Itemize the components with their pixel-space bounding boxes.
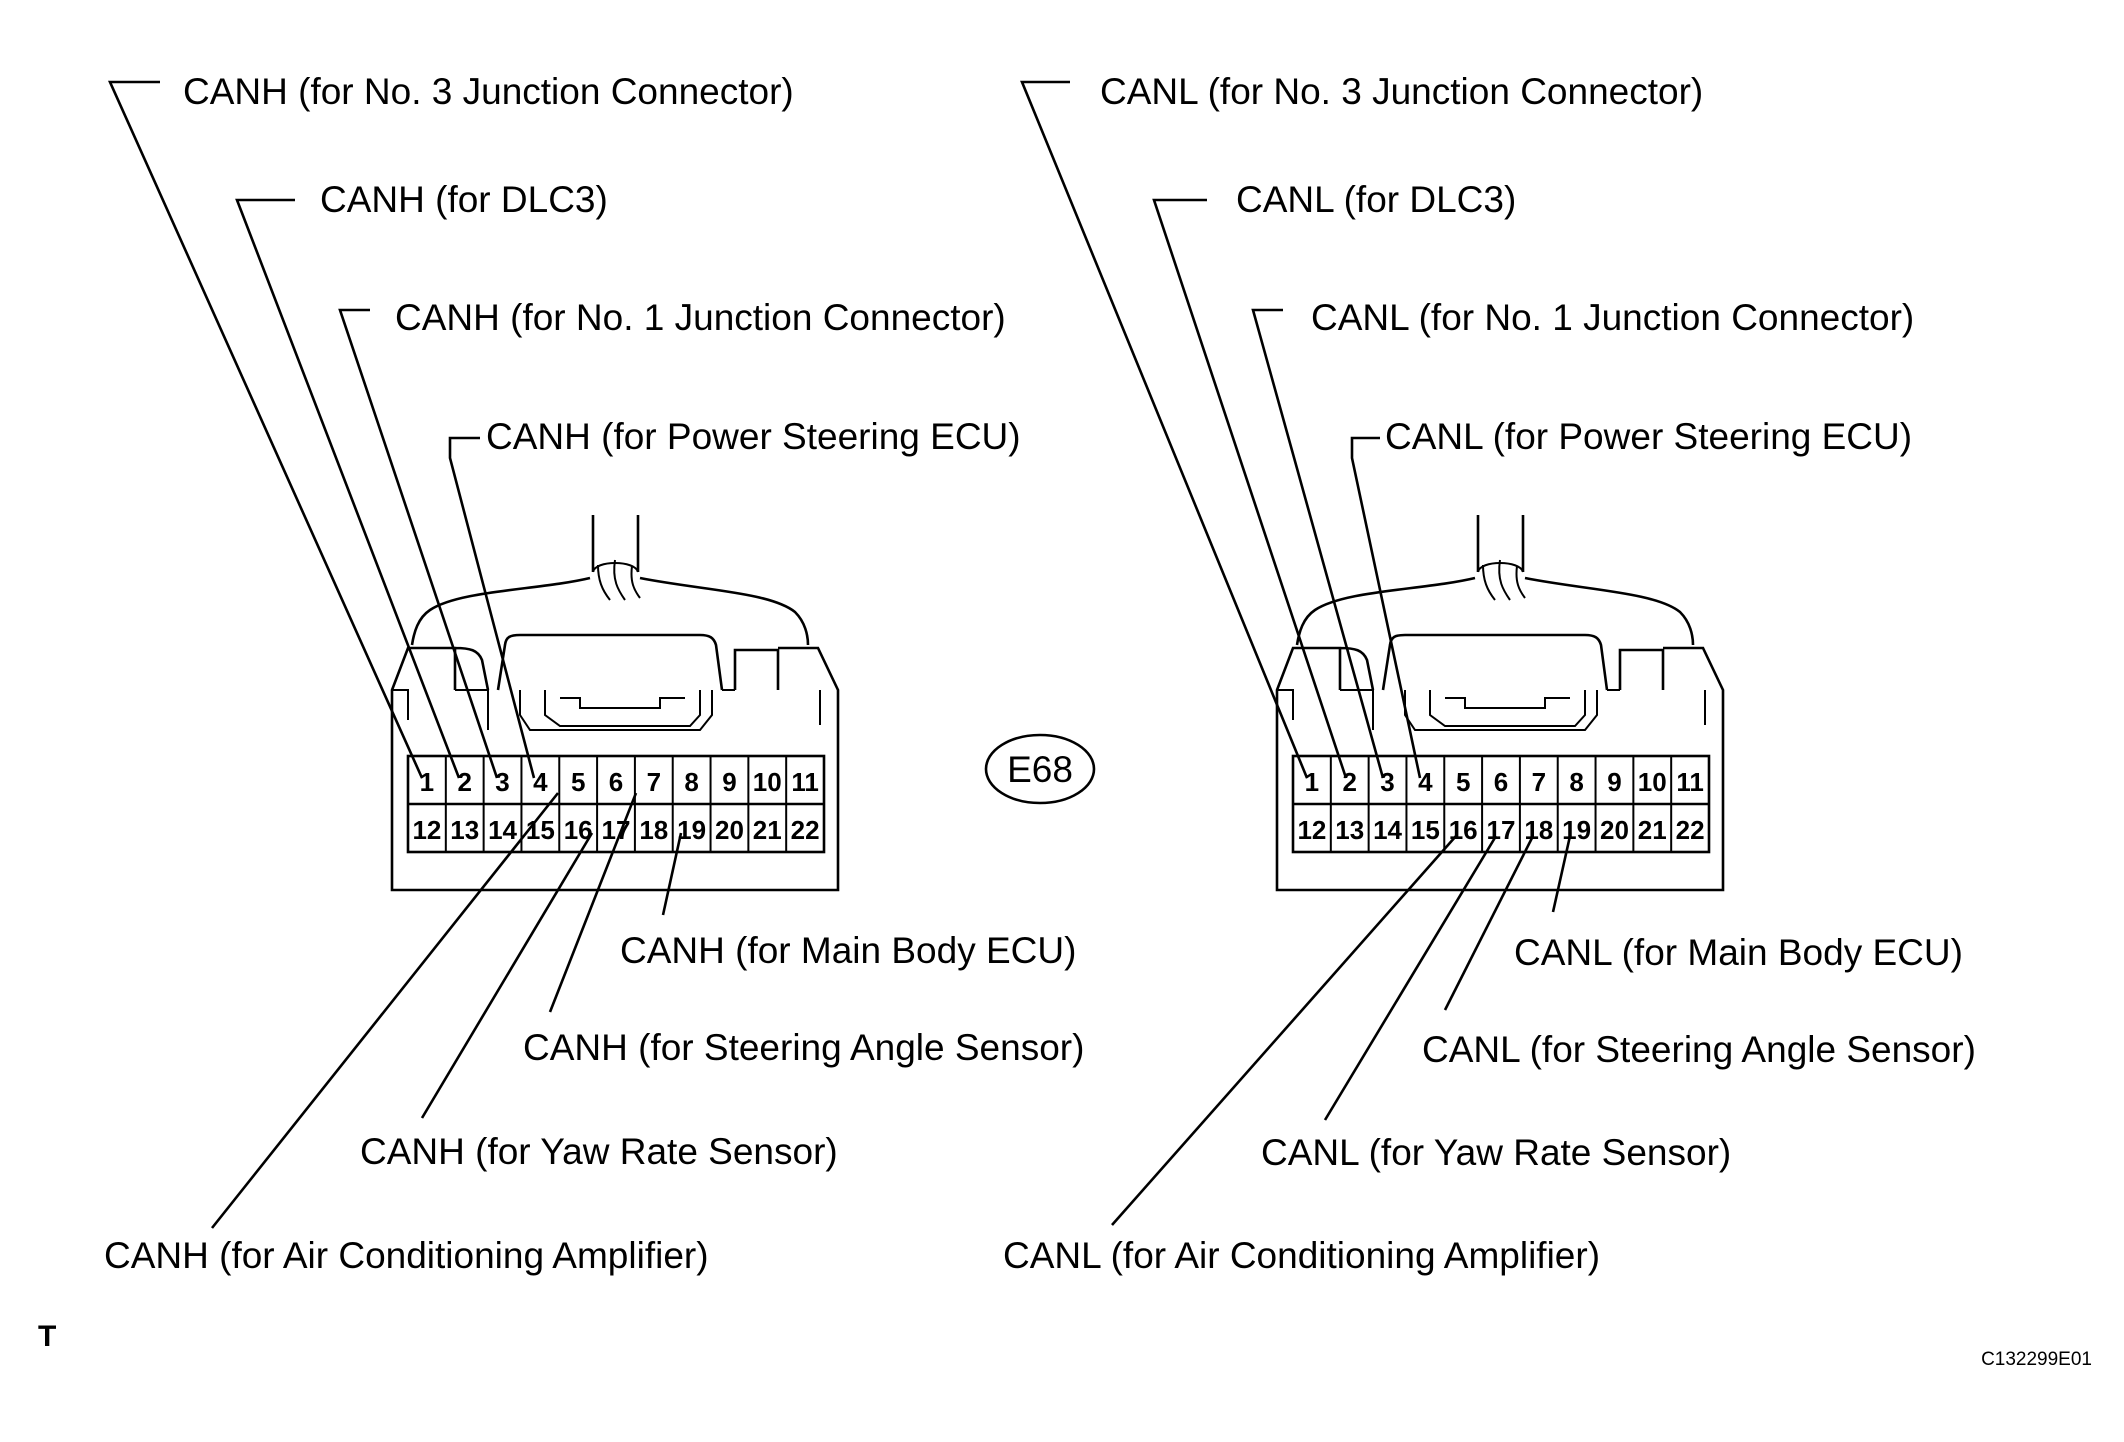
left-pin-18: 18: [639, 815, 668, 845]
canl-aca-label: CANL (for Air Conditioning Amplifier): [1003, 1235, 1600, 1276]
right-pin-3: 3: [1380, 767, 1394, 797]
right-pin-1: 1: [1305, 767, 1319, 797]
left-pin-21: 21: [753, 815, 782, 845]
right-pin-15: 15: [1411, 815, 1440, 845]
right-pin-9: 9: [1607, 767, 1621, 797]
right-pin-12: 12: [1297, 815, 1326, 845]
canl-jc3-label: CANL (for No. 3 Junction Connector): [1100, 71, 1703, 112]
connector-id-badge: E68: [984, 733, 1096, 805]
left-pin-15: 15: [526, 815, 555, 845]
right-pin-18: 18: [1524, 815, 1553, 845]
right-pin-21: 21: [1638, 815, 1667, 845]
left-pin-4: 4: [533, 767, 548, 797]
left-pin-1: 1: [420, 767, 434, 797]
canl-yrs-label: CANL (for Yaw Rate Sensor): [1261, 1132, 1731, 1173]
left-wire-harness: [410, 515, 810, 646]
left-pin-2: 2: [457, 767, 471, 797]
left-pin-12: 12: [412, 815, 441, 845]
right-pin-20: 20: [1600, 815, 1629, 845]
canh-yrs-label: CANH (for Yaw Rate Sensor): [360, 1131, 838, 1172]
right-pin-13: 13: [1335, 815, 1364, 845]
right-pin-6: 6: [1494, 767, 1508, 797]
right-pin-22: 22: [1676, 815, 1705, 845]
left-pin-3: 3: [495, 767, 509, 797]
right-pin-5: 5: [1456, 767, 1470, 797]
canl-sas-label: CANL (for Steering Angle Sensor): [1422, 1029, 1976, 1070]
right-pin-11: 11: [1676, 767, 1704, 797]
right-pin-19: 19: [1562, 815, 1591, 845]
canh-jc1-label: CANH (for No. 1 Junction Connector): [395, 297, 1006, 338]
right-pin-7: 7: [1532, 767, 1546, 797]
canh-sas-label: CANH (for Steering Angle Sensor): [523, 1027, 1084, 1068]
right-pin-4: 4: [1418, 767, 1433, 797]
left-pin-8: 8: [684, 767, 698, 797]
canl-mbecu-label: CANL (for Main Body ECU): [1514, 932, 1963, 973]
left-pin-9: 9: [722, 767, 736, 797]
right-pin-14: 14: [1373, 815, 1402, 845]
canl-psecu-label: CANL (for Power Steering ECU): [1385, 416, 1912, 457]
canh-aca-label: CANH (for Air Conditioning Amplifier): [104, 1235, 709, 1276]
figure-code: C132299E01: [1981, 1349, 2092, 1370]
left-pin-10: 10: [753, 767, 782, 797]
left-pin-5: 5: [571, 767, 585, 797]
connector-id: E68: [1007, 749, 1073, 790]
canl-jc1-label: CANL (for No. 1 Junction Connector): [1311, 297, 1914, 338]
left-leader-lines: [107, 80, 683, 1229]
canh-psecu-label: CANH (for Power Steering ECU): [486, 416, 1021, 457]
right-connector-housing: [1275, 633, 1725, 892]
left-pin-7: 7: [647, 767, 661, 797]
left-pin-19: 19: [677, 815, 706, 845]
left-pin-22: 22: [791, 815, 820, 845]
corner-mark: T: [38, 1320, 56, 1353]
left-pin-20: 20: [715, 815, 744, 845]
left-pin-6: 6: [609, 767, 623, 797]
right-pin-17: 17: [1487, 815, 1516, 845]
canh-jc3-label: CANH (for No. 3 Junction Connector): [183, 71, 794, 112]
left-pin-11: 11: [791, 767, 819, 797]
canl-dlc3-label: CANL (for DLC3): [1236, 179, 1516, 220]
right-connector: [1275, 515, 1725, 892]
canh-mbecu-label: CANH (for Main Body ECU): [620, 930, 1076, 971]
right-pin-10: 10: [1638, 767, 1667, 797]
left-pin-13: 13: [450, 815, 479, 845]
canh-dlc3-label: CANH (for DLC3): [320, 179, 608, 220]
right-wire-harness: [1295, 515, 1695, 646]
right-pin-8: 8: [1569, 767, 1583, 797]
right-leader-lines: [1020, 80, 1572, 1226]
left-pin-14: 14: [488, 815, 517, 845]
